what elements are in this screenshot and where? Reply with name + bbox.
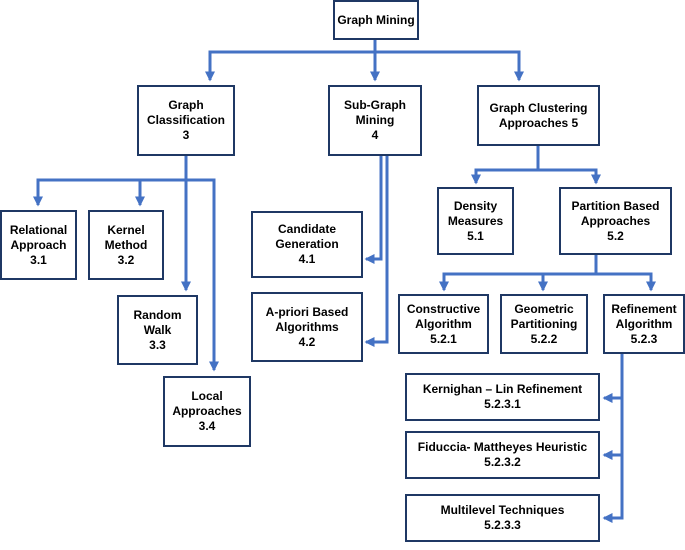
node-number: 3 bbox=[182, 128, 190, 142]
node-title-line1: Local bbox=[191, 389, 223, 403]
node-number: 5.2.3.1 bbox=[484, 397, 521, 411]
node-candidate-generation: Candidate Generation 4.1 bbox=[251, 211, 363, 278]
node-title-line2: Partitioning bbox=[510, 316, 578, 331]
node-title-line1: Geometric bbox=[514, 301, 574, 316]
node-title-line2: Algorithm bbox=[615, 316, 673, 331]
node-kernighan-lin: Kernighan – Lin Refinement 5.2.3.1 bbox=[405, 373, 600, 421]
node-title-line2: Approaches 5 bbox=[498, 115, 579, 130]
node-title-line1: Graph Clustering bbox=[489, 100, 588, 115]
node-title: Fiduccia- Mattheyes Heuristic bbox=[417, 440, 588, 454]
node-title-line1: Refinement bbox=[611, 301, 677, 316]
node-title-line2: Classification bbox=[146, 113, 226, 127]
connector-root-to-graph-classification bbox=[204, 40, 377, 82]
node-title-line1: Kernel bbox=[107, 222, 145, 237]
node-title-line1: Sub-Graph bbox=[344, 98, 406, 112]
node-number: 5.1 bbox=[467, 228, 484, 243]
node-title-line1: Density bbox=[453, 198, 498, 213]
node-number: 5.2.3 bbox=[630, 331, 658, 346]
node-graph-mining: Graph Mining bbox=[333, 0, 419, 40]
node-random-walk: Random Walk 3.3 bbox=[117, 295, 198, 365]
connector-partition-to-constructive bbox=[438, 255, 598, 292]
node-number: 3.1 bbox=[30, 252, 47, 267]
node-title: Graph Mining bbox=[337, 12, 415, 27]
node-number: 4.1 bbox=[298, 252, 316, 266]
node-fiduccia-mattheyes: Fiduccia- Mattheyes Heuristic 5.2.3.2 bbox=[405, 431, 600, 479]
connector-sgm-to-candidate bbox=[364, 155, 383, 265]
node-geometric-partitioning: Geometric Partitioning 5.2.2 bbox=[500, 294, 588, 354]
node-title-line1: Candidate bbox=[277, 222, 336, 236]
node-number: 4 bbox=[371, 128, 379, 142]
node-title-line2: Measures bbox=[447, 213, 504, 228]
node-title-line1: Random bbox=[133, 307, 182, 322]
node-partition-based: Partition Based Approaches 5.2 bbox=[559, 187, 672, 255]
node-local-approaches: Local Approaches 3.4 bbox=[163, 376, 251, 447]
connector-clustering-to-density bbox=[470, 145, 540, 185]
node-constructive-algorithm: Constructive Algorithm 5.2.1 bbox=[398, 294, 489, 354]
node-title-line2: Algorithms bbox=[275, 319, 339, 334]
node-title-line2: Method bbox=[104, 237, 148, 252]
node-apriori-algorithms: A-priori Based Algorithms 4.2 bbox=[251, 292, 363, 362]
node-title-line2: Approaches bbox=[172, 404, 242, 418]
node-title-line1: Constructive bbox=[406, 301, 481, 316]
node-title: Multilevel Techniques bbox=[440, 503, 565, 517]
node-title-line2: Walk bbox=[143, 322, 172, 337]
node-number: 5.2.3.3 bbox=[484, 518, 521, 532]
node-title: Kernighan – Lin Refinement bbox=[422, 382, 583, 396]
node-title-line2: Algorithm bbox=[415, 316, 472, 331]
node-title-line2: Generation bbox=[275, 237, 339, 251]
connector-refinement-to-fiduccia bbox=[602, 398, 624, 461]
node-title-line1: Graph bbox=[168, 98, 204, 112]
node-title-line1: Relational bbox=[9, 222, 68, 237]
node-number: 5.2 bbox=[607, 228, 624, 243]
node-number: 3.3 bbox=[149, 337, 166, 352]
node-density-measures: Density Measures 5.1 bbox=[437, 187, 514, 255]
node-number: 4.2 bbox=[298, 334, 316, 349]
connector-refinement-to-multilevel bbox=[602, 455, 624, 524]
node-number: 3.4 bbox=[198, 419, 216, 433]
connector-partition-to-refinement bbox=[596, 272, 657, 292]
node-multilevel-techniques: Multilevel Techniques 5.2.3.3 bbox=[405, 494, 600, 542]
node-number: 5.2.2 bbox=[530, 331, 558, 346]
node-refinement-algorithm: Refinement Algorithm 5.2.3 bbox=[603, 294, 685, 354]
node-title-line1: Partition Based bbox=[571, 198, 660, 213]
connector-sgm-to-apriori bbox=[364, 155, 389, 348]
connector-refinement-to-kernighan bbox=[602, 353, 624, 404]
node-title-line1: A-priori Based bbox=[265, 304, 349, 319]
node-title-line2: Approaches bbox=[580, 213, 651, 228]
node-title-line2: Approach bbox=[10, 237, 67, 252]
node-number: 5.2.3.2 bbox=[484, 455, 521, 469]
connector-gc-to-relational bbox=[32, 155, 188, 207]
node-relational-approach: Relational Approach 3.1 bbox=[0, 210, 77, 280]
node-subgraph-mining: Sub-Graph Mining 4 bbox=[328, 85, 422, 156]
connector-clustering-to-partition bbox=[538, 168, 602, 185]
node-kernel-method: Kernel Method 3.2 bbox=[88, 210, 164, 280]
node-number: 3.2 bbox=[117, 252, 135, 267]
node-graph-clustering: Graph Clustering Approaches 5 bbox=[477, 85, 600, 146]
connector-root-to-graph-clustering bbox=[375, 50, 525, 82]
node-graph-classification: Graph Classification 3 bbox=[137, 85, 235, 156]
node-number: 5.2.1 bbox=[430, 331, 457, 346]
node-title-line2: Mining bbox=[355, 113, 395, 127]
